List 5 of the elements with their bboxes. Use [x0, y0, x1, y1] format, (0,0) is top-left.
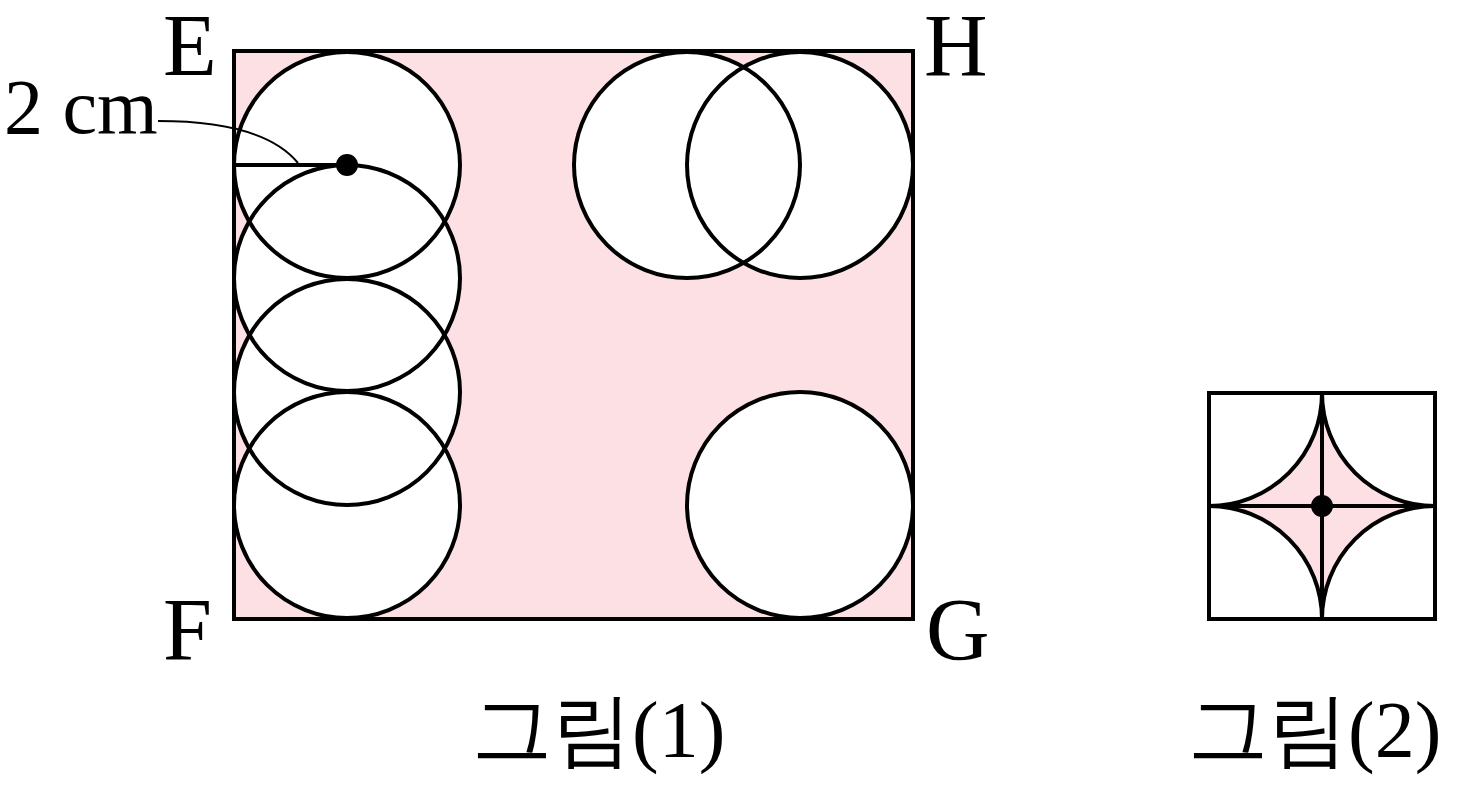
point-label: F	[163, 586, 212, 674]
point-label: G	[926, 586, 990, 674]
measurement-label: 2 cm	[4, 68, 158, 146]
point-label: E	[163, 2, 217, 90]
point-label: H	[924, 2, 988, 90]
